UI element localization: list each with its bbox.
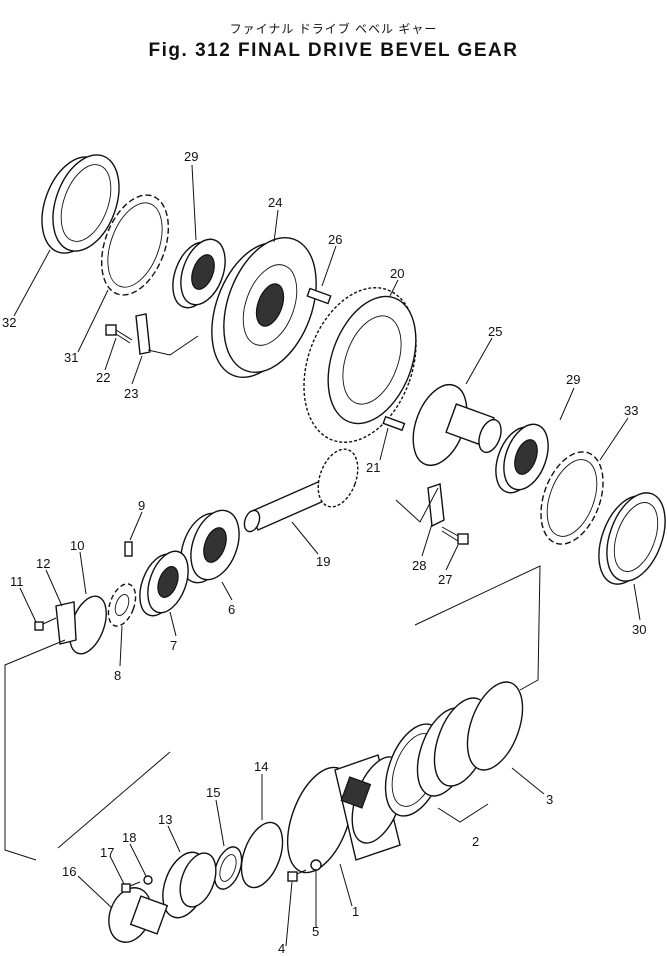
- part-6-bearing: [180, 509, 240, 584]
- part-33-lock-nut: [100, 194, 170, 296]
- part-13-cover: [162, 851, 217, 919]
- part-32-seal: [41, 154, 120, 254]
- callout-16: 16: [62, 864, 76, 879]
- callout-17: 17: [100, 845, 114, 860]
- part-18-washer: [143, 875, 153, 885]
- callout-20: 20: [390, 266, 404, 281]
- part-30-seal: [598, 492, 666, 585]
- part-25-flange-shaft: [412, 383, 502, 467]
- part-27-bolt: [441, 526, 469, 545]
- callout-23: 23: [124, 386, 138, 401]
- leader-23-24: [147, 335, 199, 356]
- callout-32: 32: [2, 315, 16, 330]
- assembly-line-right: [414, 565, 541, 691]
- callout-21: 21: [366, 460, 380, 475]
- part-23-lock-plate: [135, 313, 151, 355]
- callout-1: 1: [352, 904, 359, 919]
- callout-26: 26: [328, 232, 342, 247]
- leader-28-25: [395, 487, 439, 523]
- callout-11: 11: [10, 574, 24, 589]
- part-31-lock-nut: [540, 451, 604, 545]
- callout-18: 18: [122, 830, 136, 845]
- callout-27: 27: [438, 572, 452, 587]
- callout-12: 12: [36, 556, 50, 571]
- part-17-bolt: [121, 881, 141, 893]
- diagram-title-japanese: ファイナル ドライブ ベベル ギャー: [229, 22, 438, 36]
- part-19-pinion-shaft: [243, 448, 359, 533]
- part-24-flange-hub: [211, 236, 317, 379]
- part-29-bearing-right: [495, 423, 549, 494]
- callout-9: 9: [138, 498, 145, 513]
- part-3-o-ring: [466, 681, 524, 771]
- callout-24: 24: [268, 195, 282, 210]
- part-29-bearing-upper: [172, 238, 226, 309]
- callout-25: 25: [488, 324, 502, 339]
- part-16-coupling: [108, 887, 169, 943]
- part-11-bolt: [34, 617, 57, 631]
- callout-19: 19: [316, 554, 330, 569]
- part-26-pin: [306, 287, 332, 305]
- callout-15: 15: [206, 785, 220, 800]
- assembly-line-left-mid: [57, 751, 171, 849]
- callout-28: 28: [412, 558, 426, 573]
- callout-leaders: [13, 164, 641, 947]
- part-5-washer: [310, 859, 322, 871]
- part-12-lock-plate: [55, 601, 77, 645]
- callout-7: 7: [170, 638, 177, 653]
- callout-10: 10: [70, 538, 84, 553]
- part-28-lock-plate: [427, 483, 445, 528]
- callout-4: 4: [278, 941, 285, 956]
- callout-22: 22: [96, 370, 110, 385]
- part-7-bearing: [139, 550, 189, 617]
- callout-31: 33: [624, 403, 638, 418]
- callout-33: 31: [64, 350, 78, 365]
- diagram-title: Fig. 312 FINAL DRIVE BEVEL GEAR: [148, 40, 519, 61]
- leader-2-bracket: [437, 803, 489, 823]
- part-4-bolt: [287, 869, 307, 882]
- part-15-seal: [213, 846, 243, 890]
- callout-2: 2: [472, 834, 479, 849]
- callout-14: 14: [254, 759, 268, 774]
- callout-labels: 29 24 26 20 25 29 33 32 31 22 23 21 19 6…: [2, 149, 646, 956]
- callout-30: 30: [632, 622, 646, 637]
- part-8-nut: [107, 583, 137, 627]
- callout-5: 5: [312, 924, 319, 939]
- part-21-pin: [382, 415, 406, 432]
- callout-29-upper: 29: [184, 149, 198, 164]
- callout-13: 13: [158, 812, 172, 827]
- assembly-line-left-upper: [4, 639, 66, 861]
- callout-3: 3: [546, 792, 553, 807]
- callout-8: 8: [114, 668, 121, 683]
- part-9-pin: [124, 541, 133, 557]
- part-20-bevel-gear: [303, 287, 417, 443]
- callout-6: 6: [228, 602, 235, 617]
- part-14-o-ring: [240, 821, 284, 889]
- callout-29-right: 29: [566, 372, 580, 387]
- part-22-bolt: [105, 324, 133, 344]
